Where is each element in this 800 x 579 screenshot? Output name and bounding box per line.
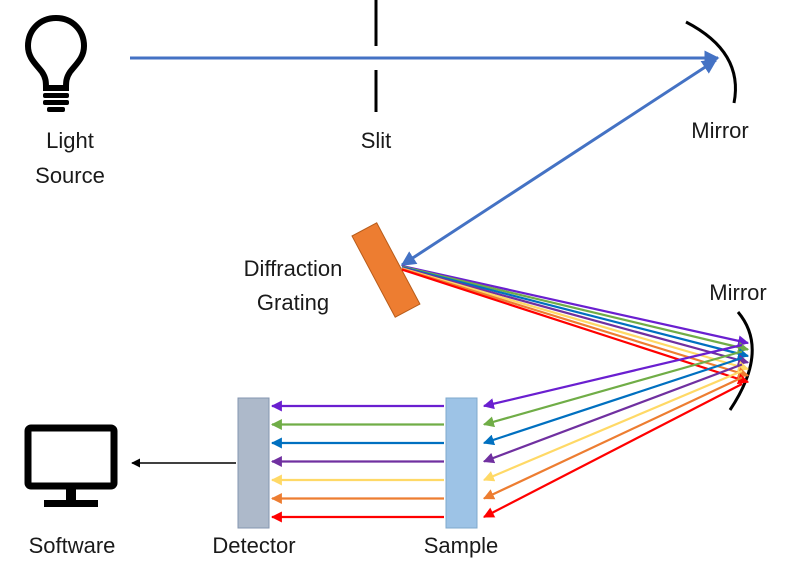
ray-mid-purple (482, 363, 743, 464)
computer-monitor-icon (24, 424, 118, 507)
ray-mid-green (482, 350, 743, 428)
ray-in-violet (401, 264, 750, 347)
ray-mid-red (483, 383, 743, 518)
software-label: Software (29, 533, 116, 558)
top-mirror-label: Mirror (691, 118, 748, 143)
ray-mid-orange (483, 376, 743, 500)
ray-in-blue (401, 266, 750, 359)
right-mirror (728, 311, 754, 411)
grating-label-line2: Grating (257, 290, 329, 315)
right-mirror-label: Mirror (709, 280, 766, 305)
detector-label: Detector (212, 533, 295, 558)
ray-mid-blue (482, 356, 743, 446)
sample-cuvette (445, 397, 478, 529)
ray-in-purple (401, 266, 750, 366)
light-bulb-icon (24, 14, 88, 112)
slit-label: Slit (361, 128, 392, 153)
top-mirror (685, 20, 737, 104)
grating-label-line1: Diffraction (244, 256, 343, 281)
focused-rays (482, 343, 743, 518)
reflected-beam (400, 58, 718, 267)
ray-in-yellow (401, 267, 750, 372)
ray-mid-violet (482, 343, 743, 410)
sample-label: Sample (424, 533, 499, 558)
detector-block (237, 397, 270, 529)
transmitted-rays (270, 400, 444, 523)
ray-in-red (401, 268, 750, 385)
diffraction-grating (351, 222, 421, 318)
ray-in-orange (401, 267, 750, 378)
light-source-label-line1: Light (46, 128, 94, 153)
ray-in-green (401, 265, 750, 353)
light-source-label-line2: Source (35, 163, 105, 188)
ray-mid-yellow (482, 369, 743, 482)
